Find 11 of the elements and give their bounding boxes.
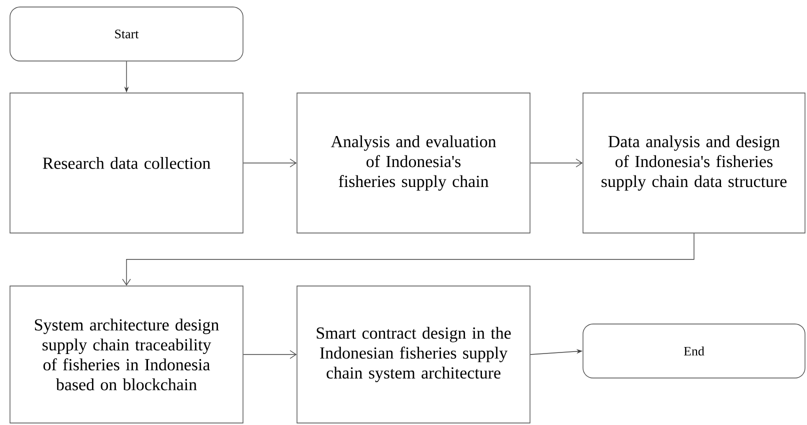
- terminal-box: End: [582, 324, 806, 378]
- arrow: [530, 158, 583, 168]
- process-box: Smart contract design in the Indonesian fisheries supply chain system architecture: [296, 286, 530, 424]
- process-box: Research data collection: [10, 92, 244, 234]
- process-box: Data analysis and design of Indonesia's fisheries supply chain data structure: [582, 92, 806, 234]
- process-box: Analysis and evaluation of Indonesia's fisheries supply chain: [296, 92, 530, 234]
- arrow: [122, 233, 694, 286]
- arrow: [243, 158, 297, 168]
- process-box: System architecture design supply chain traceability of fisheries in Indonesia based on blockchain: [10, 286, 244, 424]
- terminal-box: Start: [10, 6, 244, 62]
- arrow: [243, 350, 297, 359]
